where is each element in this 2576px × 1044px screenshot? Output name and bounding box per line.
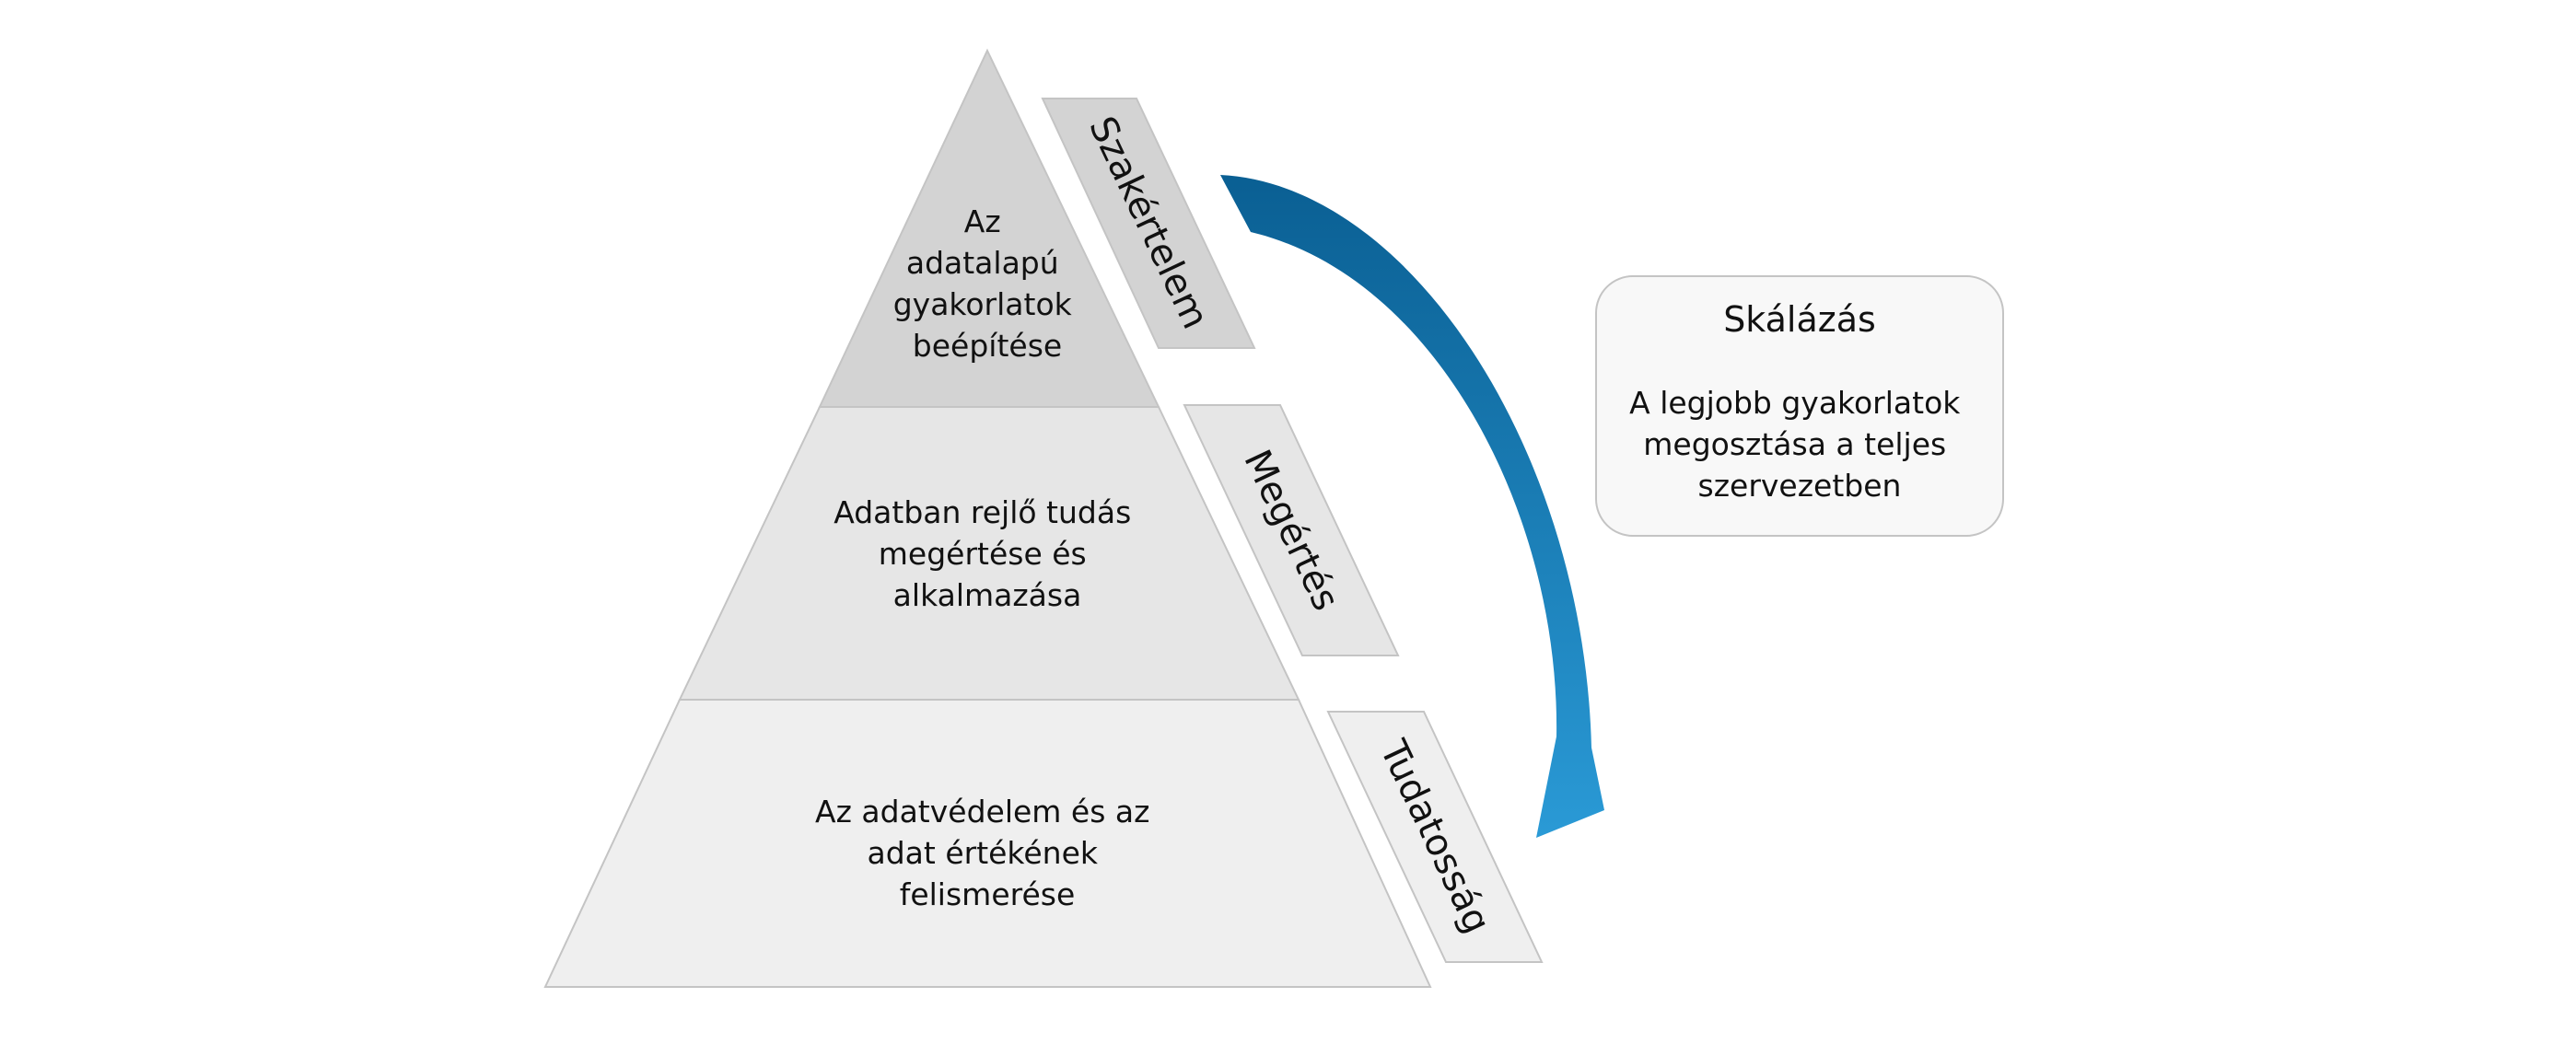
band-understanding [1183,404,1400,656]
tier-top-label: Az adatalapú gyakorlatok beépítése [893,203,1082,364]
band-expertise [1041,98,1256,349]
callout-box [1595,275,2004,537]
pyramid-tier-bottom [543,699,1432,988]
tier-middle-label: Adatban rejlő tudás megértése és alkalma… [833,494,1141,613]
tier-bottom-label: Az adatvédelem és az adat értékének feli… [815,794,1160,912]
scaling-callout: Skálázás A legjobb gyakorlatok megosztás… [1595,275,2004,537]
scaling-arrow [1220,175,1604,838]
pyramid: Az adatalapú gyakorlatok beépítése Adatb… [543,48,1432,988]
callout-title: Skálázás [1723,299,1876,340]
callout-description: A legjobb gyakorlatok megosztása a telje… [1629,385,1970,504]
band-awareness [1326,711,1544,963]
side-bands: Szakértelem Megértés Tudatosság [1041,98,1544,963]
